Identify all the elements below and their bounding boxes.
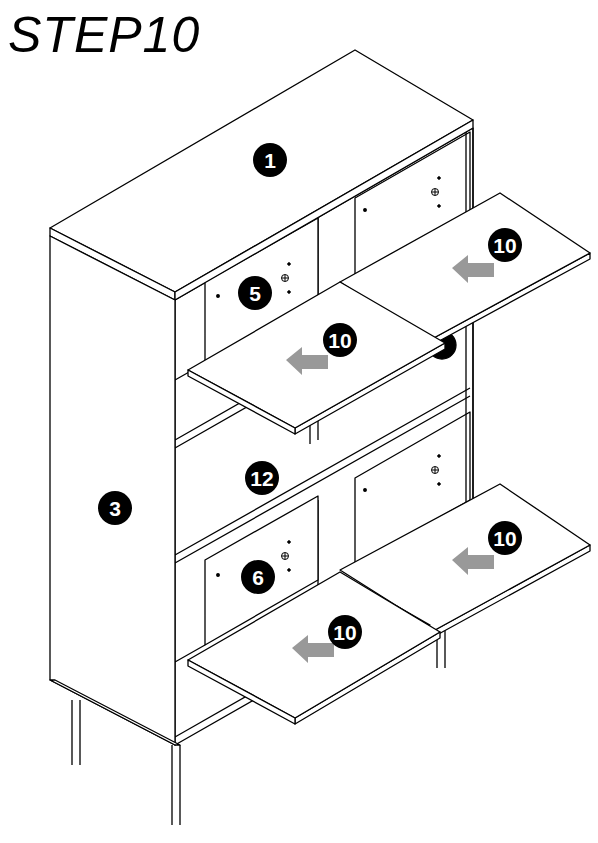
step-title: STEP10 xyxy=(8,6,200,64)
callout-number: 1 xyxy=(253,143,287,177)
callout-number: 10 xyxy=(488,228,522,262)
callout-number: 5 xyxy=(238,276,272,310)
callout-number: 10 xyxy=(488,521,522,555)
callout-number: 6 xyxy=(241,560,275,594)
callout-number: 12 xyxy=(245,461,279,495)
callout-number: 3 xyxy=(98,491,132,525)
callout-number: 10 xyxy=(323,323,357,357)
callout-number: 10 xyxy=(328,615,362,649)
